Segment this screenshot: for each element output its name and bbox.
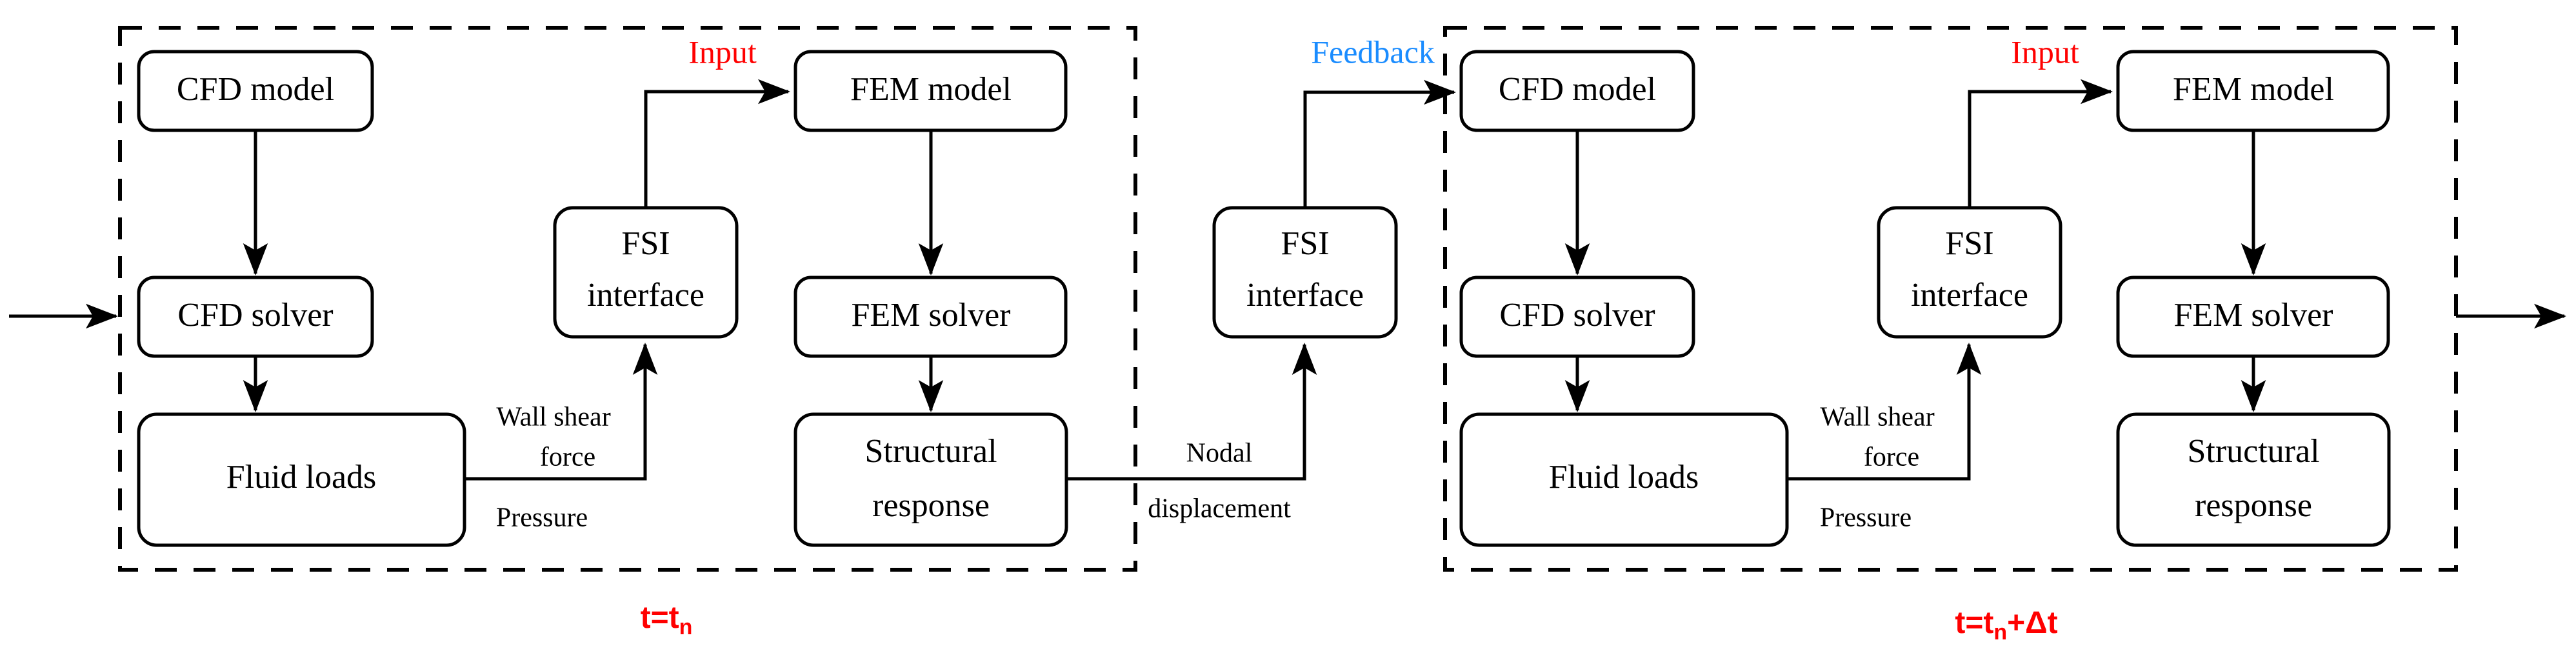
node-fsi-interface-tn-dt-label-1: FSI xyxy=(1945,225,1993,262)
annotation-input-tn: Input xyxy=(688,34,757,70)
annotation-input-tn-dt: Input xyxy=(2011,34,2079,70)
time-label-tn-sub: n xyxy=(679,615,693,639)
arrow-fluid-loads-to-fsi-tn-dt xyxy=(1787,342,1982,481)
node-structural-response-tn-label-2: response xyxy=(872,487,990,524)
node-fem-model-tn-dt-label: FEM model xyxy=(2173,71,2334,108)
node-fsi-interface-tn-label-2: interface xyxy=(587,277,704,314)
arrow-fsi-to-fem-model-tn-dt xyxy=(1968,79,2113,208)
node-structural-response-tn-dt-label-2: response xyxy=(2195,487,2312,524)
node-fsi-interface-tn-dt-label-2: interface xyxy=(1911,277,2028,314)
node-fem-solver-tn-label: FEM solver xyxy=(852,297,1011,334)
edge-label-nodal: Nodal xyxy=(1186,439,1253,468)
node-cfd-model-tn-label: CFD model xyxy=(177,71,334,108)
time-label-tn: t=tn xyxy=(641,601,693,639)
edge-label-pressure-tn-dt: Pressure xyxy=(1820,503,1912,533)
node-cfd-solver-tn-label: CFD solver xyxy=(177,297,333,334)
edge-label-force-tn: force xyxy=(540,443,595,472)
node-structural-response-tn-label-1: Structural xyxy=(864,433,997,470)
edge-label-displacement: displacement xyxy=(1148,494,1291,524)
time-label-tn-main: t=t xyxy=(641,601,679,635)
node-fem-model-tn-label: FEM model xyxy=(850,71,1012,108)
arrow-structural-to-bridge-fsi xyxy=(1066,342,1317,481)
edge-label-pressure-tn: Pressure xyxy=(496,503,588,533)
node-cfd-solver-tn-dt-label: CFD solver xyxy=(1499,297,1655,334)
time-label-tn-dt-main: t=t xyxy=(1955,606,1993,640)
node-fem-solver-tn-dt-label: FEM solver xyxy=(2174,297,2333,334)
arrow-bridge-fsi-to-cfd-model xyxy=(1303,79,1457,208)
time-label-tn-dt: t=tn+Δt xyxy=(1955,606,2057,645)
node-fluid-loads-tn-label: Fluid loads xyxy=(226,459,377,496)
node-structural-response-tn-dt-label-1: Structural xyxy=(2187,433,2319,470)
time-label-tn-dt-tail: +Δt xyxy=(2007,606,2058,640)
time-label-tn-dt-sub: n xyxy=(1993,620,2007,645)
arrow-fluid-loads-to-fsi-tn xyxy=(464,342,658,481)
edge-label-wall-shear-tn-dt: Wall shear xyxy=(1820,403,1934,432)
annotation-feedback: Feedback xyxy=(1311,34,1435,70)
edge-label-wall-shear-tn: Wall shear xyxy=(496,403,610,432)
node-fsi-interface-bridge-label-1: FSI xyxy=(1281,225,1329,262)
panel-boundary-tn xyxy=(118,26,1137,572)
node-fsi-interface-tn-label-1: FSI xyxy=(621,225,670,262)
arrow-fsi-to-fem-model-tn xyxy=(644,79,791,208)
node-fsi-interface-bridge-label-2: interface xyxy=(1246,277,1364,314)
node-structural-response-tn-dt[interactable] xyxy=(2116,412,2391,547)
panel-boundary-tn-dt xyxy=(1443,26,2458,572)
node-fluid-loads-tn-dt-label: Fluid loads xyxy=(1549,459,1699,496)
edge-label-force-tn-dt: force xyxy=(1864,443,1919,472)
node-cfd-model-tn-dt-label: CFD model xyxy=(1499,71,1656,108)
